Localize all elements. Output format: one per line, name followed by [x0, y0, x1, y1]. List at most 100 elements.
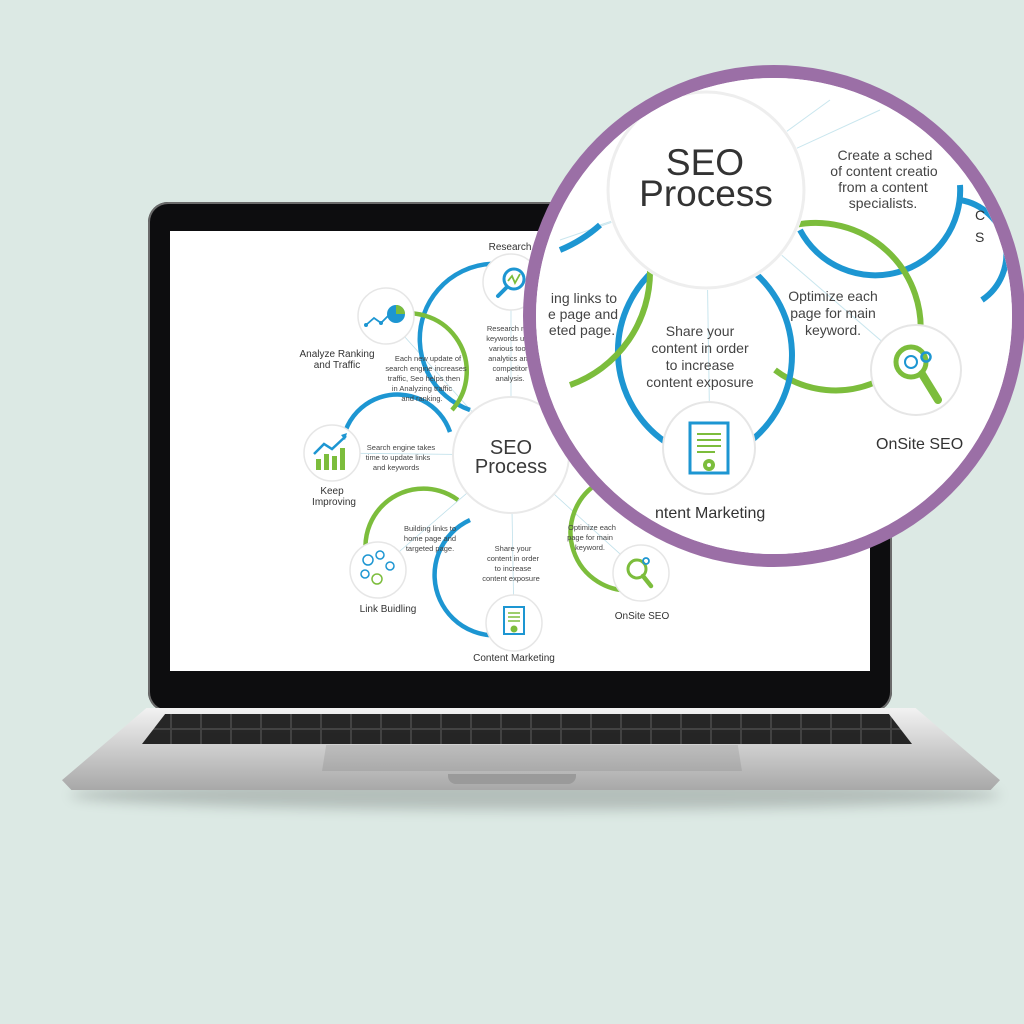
svg-text:Share your: Share your: [495, 544, 532, 553]
svg-text:content in order: content in order: [651, 340, 749, 356]
petal-onsite: [568, 480, 637, 593]
laptop-keyboard: [142, 714, 912, 744]
zoom-arc-top-right: [797, 184, 964, 279]
svg-text:eted page.: eted page.: [549, 322, 615, 338]
zoom-arc-onsite-top: [794, 220, 924, 341]
svg-text:home page and: home page and: [404, 534, 456, 543]
svg-text:Search engine takes: Search engine takes: [367, 443, 436, 452]
svg-text:Create a sched: Create a sched: [838, 147, 933, 163]
svg-text:from a content: from a content: [838, 179, 928, 195]
svg-text:competitor: competitor: [492, 364, 528, 373]
zoom-label-content: ntent Marketing: [655, 505, 765, 522]
icon-bubble: [303, 424, 361, 482]
zoom-center-title-line1: SEO: [666, 142, 744, 183]
svg-text:page for main: page for main: [790, 305, 876, 321]
svg-text:Optimize each: Optimize each: [788, 288, 877, 304]
svg-text:Research mai: Research mai: [487, 324, 534, 333]
svg-text:e page and: e page and: [548, 306, 618, 322]
svg-text:traffic, Seo helps then: traffic, Seo helps then: [388, 374, 460, 383]
step-desc: Share your content in order to increase …: [482, 544, 540, 583]
document-gear-icon: [503, 606, 525, 635]
svg-text:content exposure: content exposure: [646, 374, 754, 390]
zoom-onsite-bubble: [870, 324, 962, 416]
zoom-right-text: Optimize each page for main keyword.: [788, 288, 877, 338]
step-desc: Search engine takes time to update links…: [366, 443, 436, 472]
zoom-edge-letter-2: S: [975, 229, 984, 245]
step-label: Link Buidling: [360, 604, 417, 615]
svg-text:various tools: various tools: [489, 344, 531, 353]
svg-text:specialists.: specialists.: [849, 195, 917, 211]
step-research: Research Research mai keywords usin vari…: [482, 242, 540, 383]
step-label-line2: and Traffic: [314, 360, 361, 371]
step-keep-improving: Search engine takes time to update links…: [303, 424, 436, 508]
magnifier-gear-icon: [626, 557, 654, 589]
step-label-line1: Analyze Ranking: [299, 349, 374, 360]
step-desc: Optimize each page for main keyword.: [567, 523, 616, 552]
zoom-document-gear-icon: [688, 421, 730, 475]
svg-text:Each new update of: Each new update of: [395, 354, 462, 363]
svg-text:in Analyzing traffic: in Analyzing traffic: [392, 384, 453, 393]
step-label-line1: Keep: [320, 486, 344, 497]
step-label: Research: [489, 242, 532, 253]
svg-text:Building links to: Building links to: [404, 524, 456, 533]
step-link-building: Building links to home page and targeted…: [349, 524, 456, 615]
icon-bubble: [357, 287, 415, 345]
search-chart-icon: [496, 267, 526, 298]
svg-text:search engine increases: search engine increases: [385, 364, 467, 373]
step-label-line2: Improving: [312, 497, 356, 508]
svg-text:to increase: to increase: [666, 357, 735, 373]
zoom-magnifier: SEO Process Create a sched of content cr…: [536, 78, 1012, 554]
step-desc: Each new update of search engine increas…: [385, 354, 467, 403]
svg-text:keywords usin: keywords usin: [486, 334, 534, 343]
svg-text:targeted page.: targeted page.: [406, 544, 454, 553]
laptop-trackpad: [322, 745, 742, 771]
center-circle: [452, 396, 570, 514]
svg-text:of content creatio: of content creatio: [830, 163, 938, 179]
zoom-arc-left: [568, 269, 654, 388]
svg-text:and keywords: and keywords: [373, 463, 420, 472]
svg-text:to increase: to increase: [495, 564, 532, 573]
zoom-center-circle: [606, 90, 806, 290]
seo-process-diagram: SEO Process Research Research mai keywor…: [299, 242, 670, 664]
center-title-line2: Process: [475, 456, 547, 478]
growth-bars-icon: [313, 433, 347, 470]
svg-text:time to update links: time to update links: [366, 453, 431, 462]
step-desc: Building links to home page and targeted…: [404, 524, 456, 553]
svg-text:analytics and: analytics and: [488, 354, 532, 363]
zoom-arc-content-right: [743, 262, 795, 443]
step-label: Content Marketing: [473, 653, 555, 664]
zoom-arc-onsite-bottom: [773, 367, 882, 394]
zoom-left-text: ing links to e page and eted page.: [548, 290, 618, 338]
svg-text:Optimize each: Optimize each: [568, 523, 616, 532]
svg-text:and ranking.: and ranking.: [401, 394, 442, 403]
analytics-pie-icon: [364, 305, 405, 327]
laptop-notch: [448, 774, 576, 784]
svg-text:Share your: Share your: [666, 323, 735, 339]
step-content-marketing: Share your content in order to increase …: [473, 544, 555, 664]
svg-text:ing links to: ing links to: [551, 290, 617, 306]
zoom-edge-letter-1: C: [975, 207, 985, 223]
zoom-label-onsite: OnSite SEO: [876, 436, 963, 453]
svg-text:keyword.: keyword.: [575, 543, 605, 552]
network-hand-icon: [360, 550, 395, 585]
icon-bubble: [482, 253, 540, 311]
icon-bubble: [349, 541, 407, 599]
zoom-diagram: SEO Process Create a sched of content cr…: [536, 78, 1012, 554]
svg-text:content exposure: content exposure: [482, 574, 540, 583]
step-analyze-ranking: Each new update of search engine increas…: [299, 287, 467, 403]
zoom-middle-text: Share your content in order to increase …: [646, 323, 754, 390]
center-title-line1: SEO: [490, 437, 532, 459]
zoom-arc-left-top: [558, 222, 602, 253]
zoom-top-right-text: Create a sched of content creatio from a…: [830, 147, 938, 211]
zoom-magnifier-gear-icon: [893, 344, 942, 404]
step-onsite-seo: Optimize each page for main keyword. OnS…: [567, 523, 670, 622]
step-label: OnSite SEO: [615, 611, 670, 622]
step-desc: Research mai keywords usin various tools…: [486, 324, 534, 383]
icon-bubble: [612, 544, 670, 602]
svg-text:analysis.: analysis.: [495, 374, 524, 383]
svg-text:page for main: page for main: [567, 533, 613, 542]
svg-text:keyword.: keyword.: [805, 322, 861, 338]
zoom-center-title-line2: Process: [639, 173, 773, 214]
svg-text:content in order: content in order: [487, 554, 540, 563]
